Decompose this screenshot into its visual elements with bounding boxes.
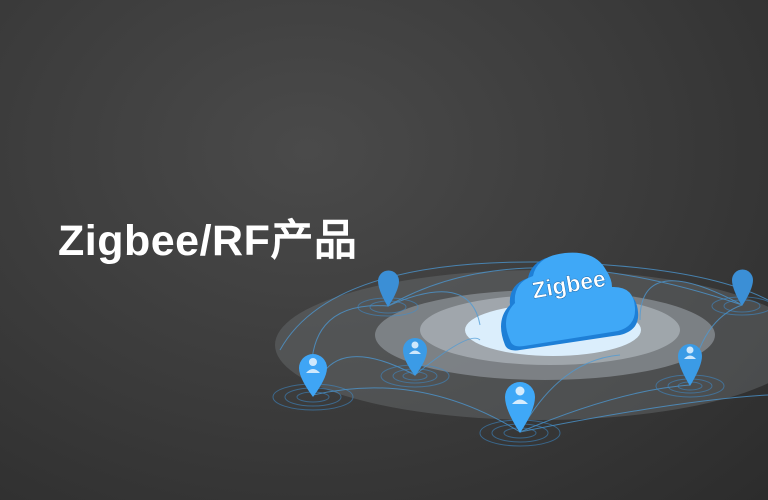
user-pin-icon: [403, 338, 427, 376]
user-pin-icon: [505, 382, 535, 433]
banner-title: Zigbee/RF产品: [58, 217, 358, 265]
cloud: Zigbee: [501, 252, 639, 351]
user-pin-icon: [299, 354, 327, 397]
location-pin-icon: [378, 270, 399, 307]
user-pin-icon: [678, 344, 702, 386]
location-pin-icon: [732, 269, 753, 306]
location-pins: [299, 269, 753, 433]
